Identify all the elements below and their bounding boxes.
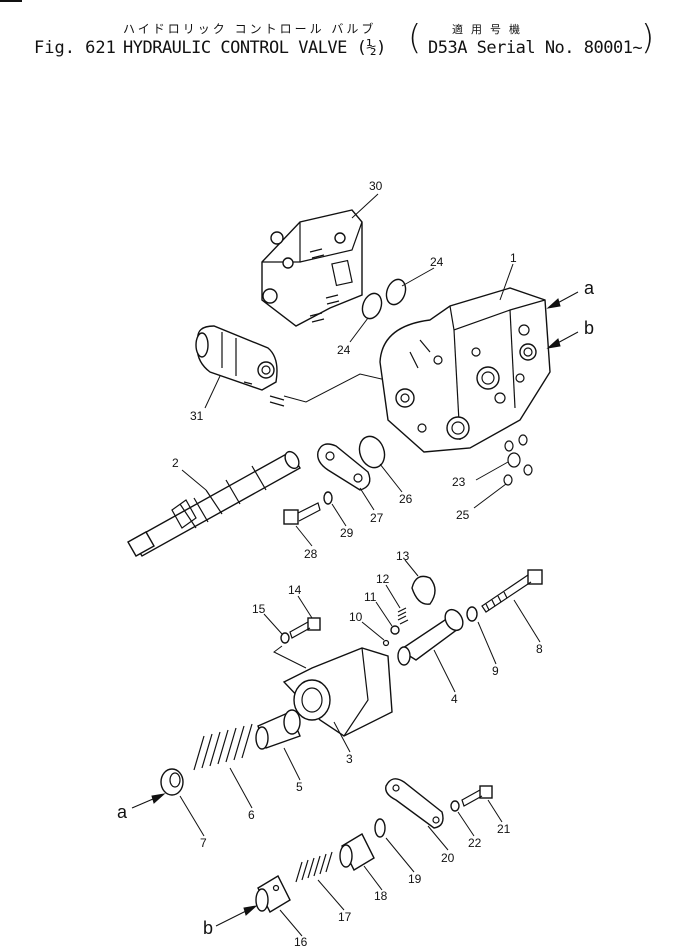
flow-arrow-b-bottom	[215, 905, 258, 927]
flow-label-a-bottom: a	[117, 802, 128, 822]
callout-19: 19	[408, 872, 422, 886]
callout-3: 3	[346, 752, 353, 766]
callout-24-upper: 24	[430, 255, 444, 269]
part-2-spool	[127, 450, 301, 557]
callout-26: 27	[370, 511, 384, 525]
part-18-piston	[339, 833, 375, 871]
callout-30: 30	[369, 179, 383, 193]
part-9-washer	[466, 606, 478, 622]
flow-arrow-b-top	[546, 331, 579, 349]
part-10-seat	[382, 639, 390, 647]
callout-4: 4	[451, 692, 458, 706]
japanese-title: ハイドロリック コントロール バルブ	[123, 22, 377, 36]
callout-2: 2	[172, 456, 179, 470]
part-31-solenoid	[195, 325, 285, 407]
part-30-housing	[261, 209, 363, 327]
japanese-usage-label: 適用号機	[452, 23, 528, 36]
leader-31-to-body	[283, 373, 387, 403]
callout-6: 6	[248, 808, 255, 822]
part-3-housing	[282, 647, 393, 737]
callout-14: 14	[288, 583, 302, 597]
corner-mark	[0, 0, 22, 2]
part-4-sleeve	[397, 608, 464, 666]
leader-lines	[179, 193, 541, 937]
part-5-sleeve	[255, 709, 301, 750]
flow-arrow-a-bottom	[131, 793, 166, 809]
part-1-valve-body	[379, 287, 551, 453]
part-6-spring	[193, 723, 253, 771]
part-15-washer	[280, 632, 290, 644]
callout-15: 15	[252, 602, 266, 616]
callout-31: 31	[190, 409, 204, 423]
part-26-plate	[317, 443, 371, 491]
part-7-seat	[160, 768, 184, 796]
callout-5: 5	[296, 780, 303, 794]
part-12-spring	[397, 607, 409, 625]
flow-label-a-top: a	[584, 278, 595, 298]
part-24-o-ring-b	[385, 278, 407, 306]
part-24-o-ring-a	[361, 292, 383, 320]
callout-9: 9	[492, 664, 499, 678]
callout-17: 17	[338, 910, 352, 924]
callout-16: 16	[294, 935, 308, 948]
callout-23: 23	[452, 475, 466, 489]
part-28-bolt	[283, 502, 321, 525]
open-parenthesis: (	[408, 18, 422, 58]
callout-24-lower: 24	[337, 343, 351, 357]
callout-1: 1	[510, 251, 517, 265]
part-13-plug	[411, 575, 436, 605]
callout-27: 26	[399, 492, 413, 506]
flow-arrow-a-top	[546, 291, 579, 309]
serial-range: D53A Serial No. 80001~	[428, 38, 643, 58]
callout-25: 25	[456, 508, 470, 522]
callout-20: 20	[441, 851, 455, 865]
callout-11: 11	[364, 590, 377, 604]
figure-number: Fig. 621	[34, 38, 116, 58]
part-21-bolt	[461, 785, 493, 807]
part-27-o-ring	[358, 435, 386, 469]
part-19-o-ring	[374, 818, 386, 838]
part-11-ball	[390, 625, 400, 635]
part-29-washer	[323, 491, 333, 505]
flow-label-b-top: b	[584, 318, 594, 338]
part-8-long-bolt	[481, 569, 543, 613]
callout-28: 28	[304, 547, 318, 561]
callout-12: 12	[376, 572, 390, 586]
leader-14-15	[273, 645, 307, 669]
callout-10: 10	[349, 610, 363, 624]
part-20-plate	[385, 778, 444, 829]
callout-21: 21	[497, 822, 511, 836]
close-parenthesis: )	[641, 18, 655, 58]
part-23-25-small-o-rings	[503, 434, 533, 486]
callout-13: 13	[396, 549, 410, 563]
part-16-cap	[255, 875, 291, 913]
callout-18: 18	[374, 889, 388, 903]
callout-8: 8	[536, 642, 543, 656]
callout-29: 29	[340, 526, 354, 540]
callout-22: 22	[468, 836, 482, 850]
part-17-spring	[295, 851, 333, 883]
figure-title: HYDRAULIC CONTROL VALVE (½)	[123, 38, 386, 58]
part-22-washer	[450, 800, 460, 812]
callout-7: 7	[200, 836, 207, 850]
part-14-bolt	[289, 617, 321, 639]
flow-label-b-bottom: b	[203, 918, 213, 938]
